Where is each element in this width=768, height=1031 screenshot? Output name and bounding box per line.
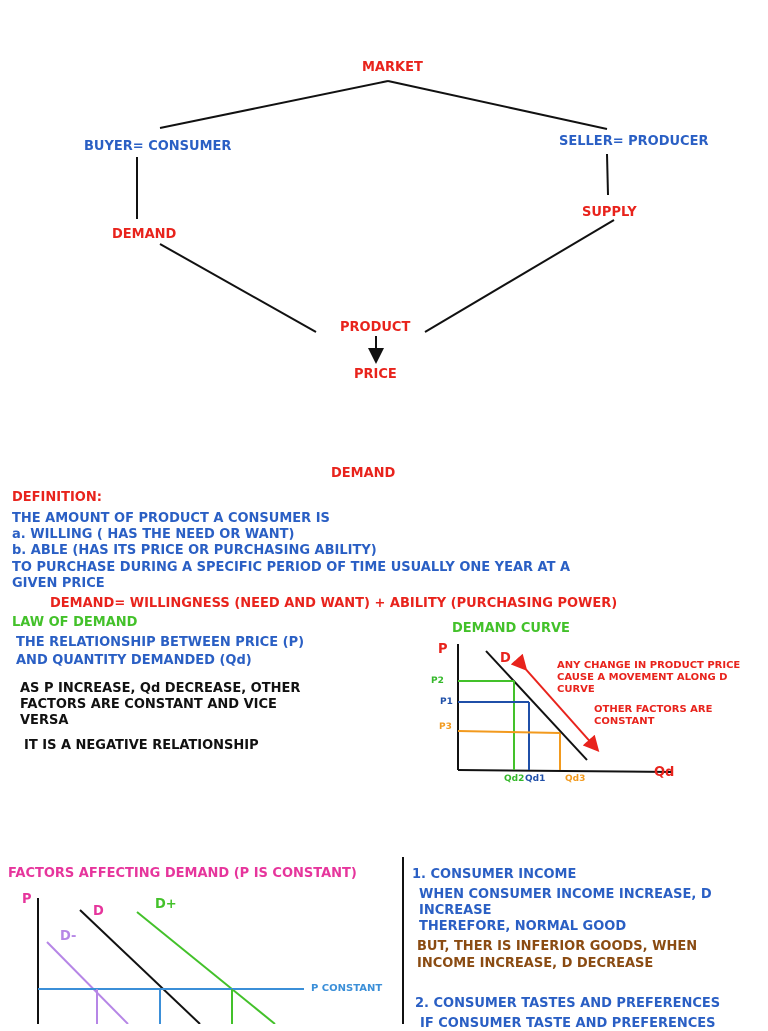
law-of-demand-title: LAW OF DEMAND: [12, 615, 138, 630]
demand-curve-title: DEMAND CURVE: [452, 621, 570, 636]
factors-d-minus-label: D-: [60, 929, 77, 944]
note-movement-line: CURVE: [557, 684, 595, 695]
p-axis-label: P: [438, 642, 448, 657]
buyer-label: BUYER= CONSUMER: [84, 139, 232, 154]
factors-d-plus-label: D+: [155, 897, 177, 912]
law-line: THE RELATIONSHIP BETWEEN PRICE (P): [16, 635, 305, 650]
factor-1-but-line: INCOME INCREASE, D DECREASE: [417, 956, 654, 971]
p-constant-label: P CONSTANT: [311, 983, 383, 994]
definition-line: TO PURCHASE DURING A SPECIFIC PERIOD OF …: [12, 560, 571, 575]
as-p-line: FACTORS ARE CONSTANT AND VICE: [20, 697, 277, 712]
negative-relationship: IT IS A NEGATIVE RELATIONSHIP: [24, 738, 259, 753]
product-node-label: PRODUCT: [340, 320, 411, 335]
price-node-label: PRICE: [354, 367, 397, 382]
definition-line: b. ABLE (HAS ITS PRICE OR PURCHASING ABI…: [12, 543, 377, 558]
factor-1-but-line: BUT, THER IS INFERIOR GOODS, WHEN: [417, 939, 698, 954]
demand-node-label: DEMAND: [112, 227, 177, 242]
note-movement-line: CAUSE A MOVEMENT ALONG D: [557, 672, 728, 683]
demand-curve-chart: [457, 644, 673, 773]
factors-title: FACTORS AFFECTING DEMAND (P IS CONSTANT): [8, 866, 357, 881]
as-p-line: AS P INCREASE, Qd DECREASE, OTHER: [20, 681, 301, 696]
factors-p-axis-label: P: [22, 892, 32, 907]
note-constant-line: CONSTANT: [594, 716, 655, 727]
definition-line: a. WILLING ( HAS THE NEED OR WANT): [12, 527, 295, 542]
as-p-line: VERSA: [20, 713, 69, 728]
p3-label: P3: [439, 722, 452, 732]
seller-label: SELLER= PRODUCER: [559, 134, 709, 149]
note-movement-line: ANY CHANGE IN PRODUCT PRICE: [557, 660, 741, 671]
factor-2-title: 2. CONSUMER TASTES AND PREFERENCES: [415, 996, 721, 1011]
qd3-label: Qd3: [565, 774, 586, 784]
supply-node-label: SUPPLY: [582, 205, 637, 220]
factor-1-line: INCREASE: [419, 903, 492, 918]
demand-title: DEMAND: [331, 466, 396, 481]
definition-line: THE AMOUNT OF PRODUCT A CONSUMER IS: [12, 511, 330, 526]
definition-label: DEFINITION:: [12, 490, 102, 505]
market-label: MARKET: [362, 60, 423, 75]
factors-chart: [37, 898, 304, 1024]
definition-line: GIVEN PRICE: [12, 576, 105, 591]
p2-label: P2: [431, 676, 444, 686]
demand-formula: DEMAND= WILLINGNESS (NEED AND WANT) + AB…: [50, 596, 618, 611]
qd1-label: Qd1: [525, 774, 546, 784]
d-curve-label: D: [500, 651, 511, 666]
factor-1-line: THEREFORE, NORMAL GOOD: [419, 919, 627, 934]
qd2-label: Qd2: [504, 774, 525, 784]
p1-label: P1: [440, 697, 453, 707]
factors-d-label: D: [93, 904, 104, 919]
factor-1-line: WHEN CONSUMER INCOME INCREASE, D: [419, 887, 712, 902]
law-line: AND QUANTITY DEMANDED (Qd): [16, 653, 252, 668]
factor-1-title: 1. CONSUMER INCOME: [412, 867, 577, 882]
qd-axis-label: Qd: [654, 765, 675, 780]
note-constant-line: OTHER FACTORS ARE: [594, 704, 713, 715]
